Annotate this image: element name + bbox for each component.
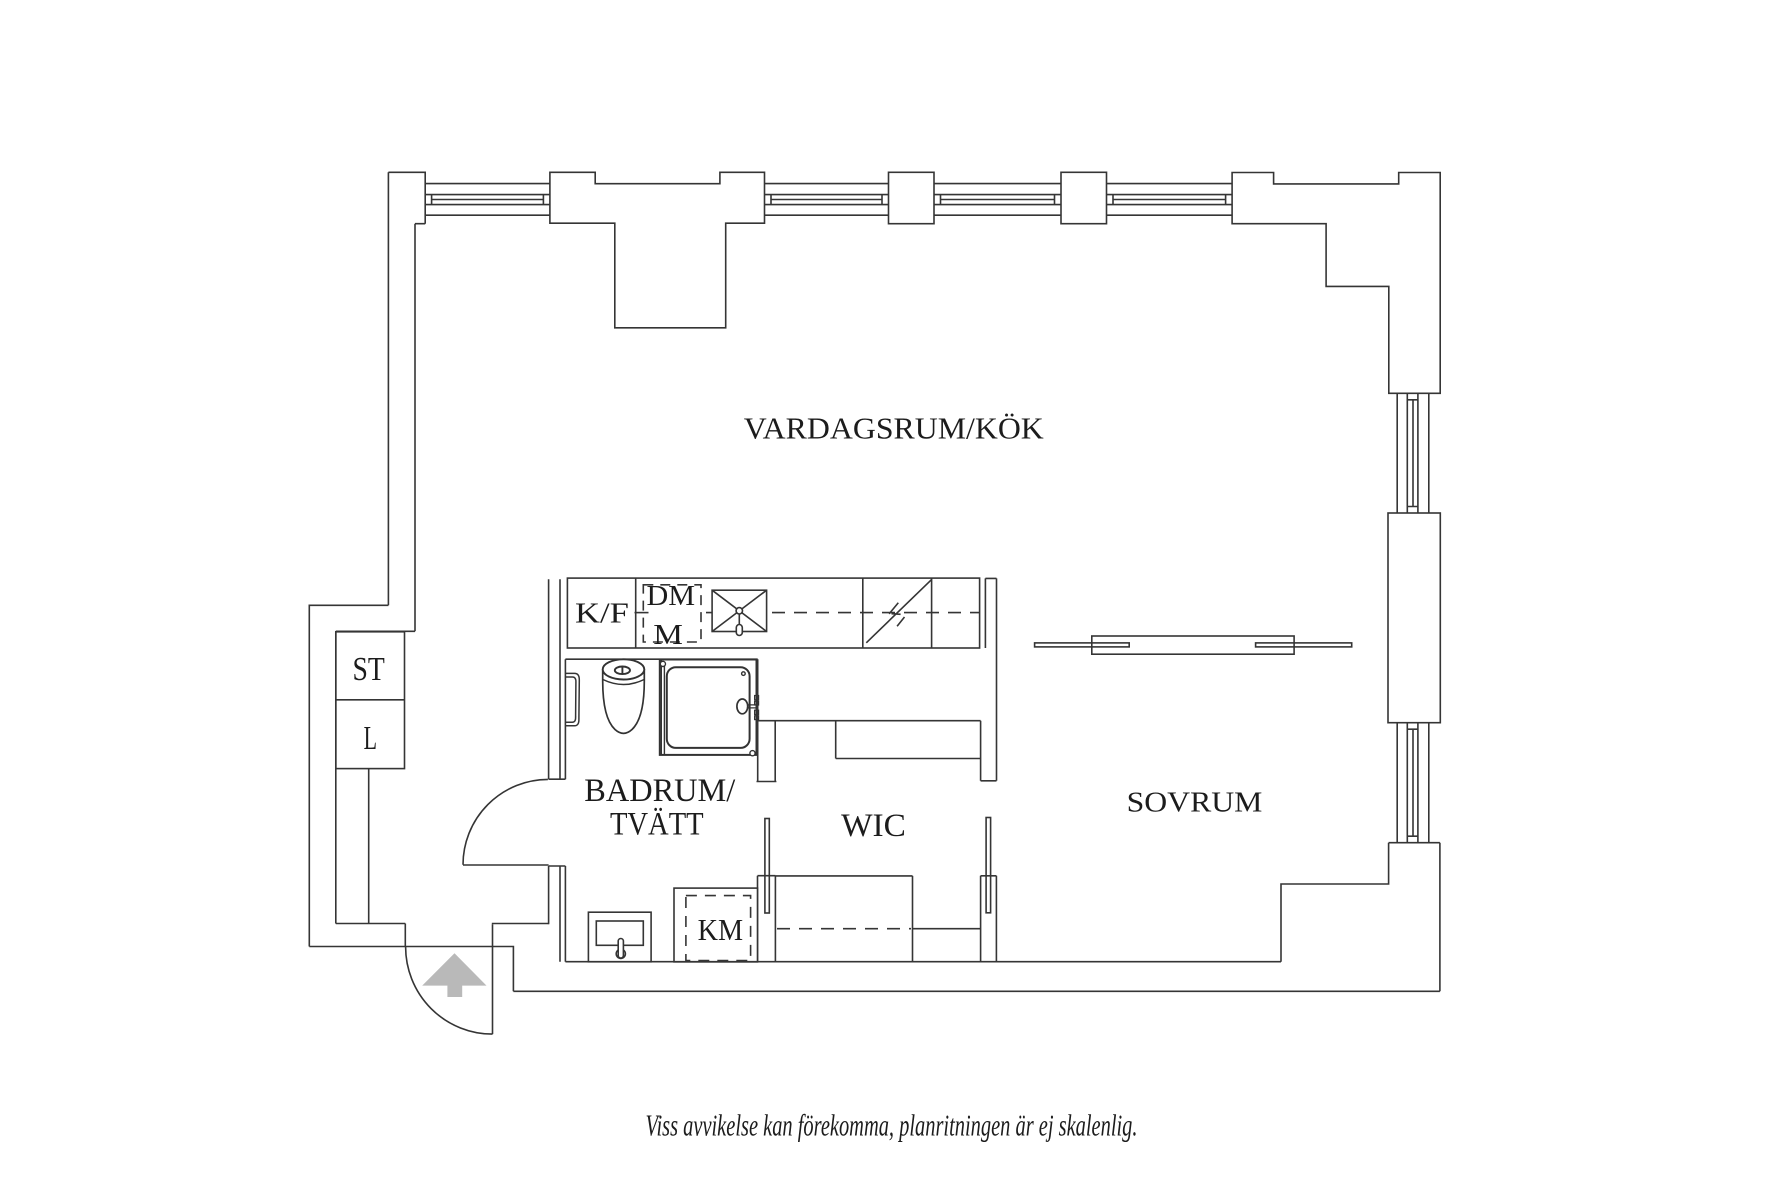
svg-text:M: M — [653, 619, 683, 651]
svg-text:ST: ST — [353, 651, 385, 688]
svg-text:L: L — [364, 720, 377, 757]
svg-text:VARDAGSRUM/KÖK: VARDAGSRUM/KÖK — [744, 410, 1045, 445]
svg-text:K/F: K/F — [575, 598, 629, 630]
svg-text:WIC: WIC — [841, 808, 906, 844]
svg-text:Viss avvikelse kan förekomma,: Viss avvikelse kan förekomma, planritnin… — [646, 1108, 1138, 1143]
svg-text:DM: DM — [647, 580, 696, 612]
svg-text:KM: KM — [698, 912, 744, 947]
svg-text:TVÄTT: TVÄTT — [610, 807, 704, 843]
svg-text:BADRUM/: BADRUM/ — [584, 773, 736, 809]
svg-text:SOVRUM: SOVRUM — [1127, 787, 1263, 819]
